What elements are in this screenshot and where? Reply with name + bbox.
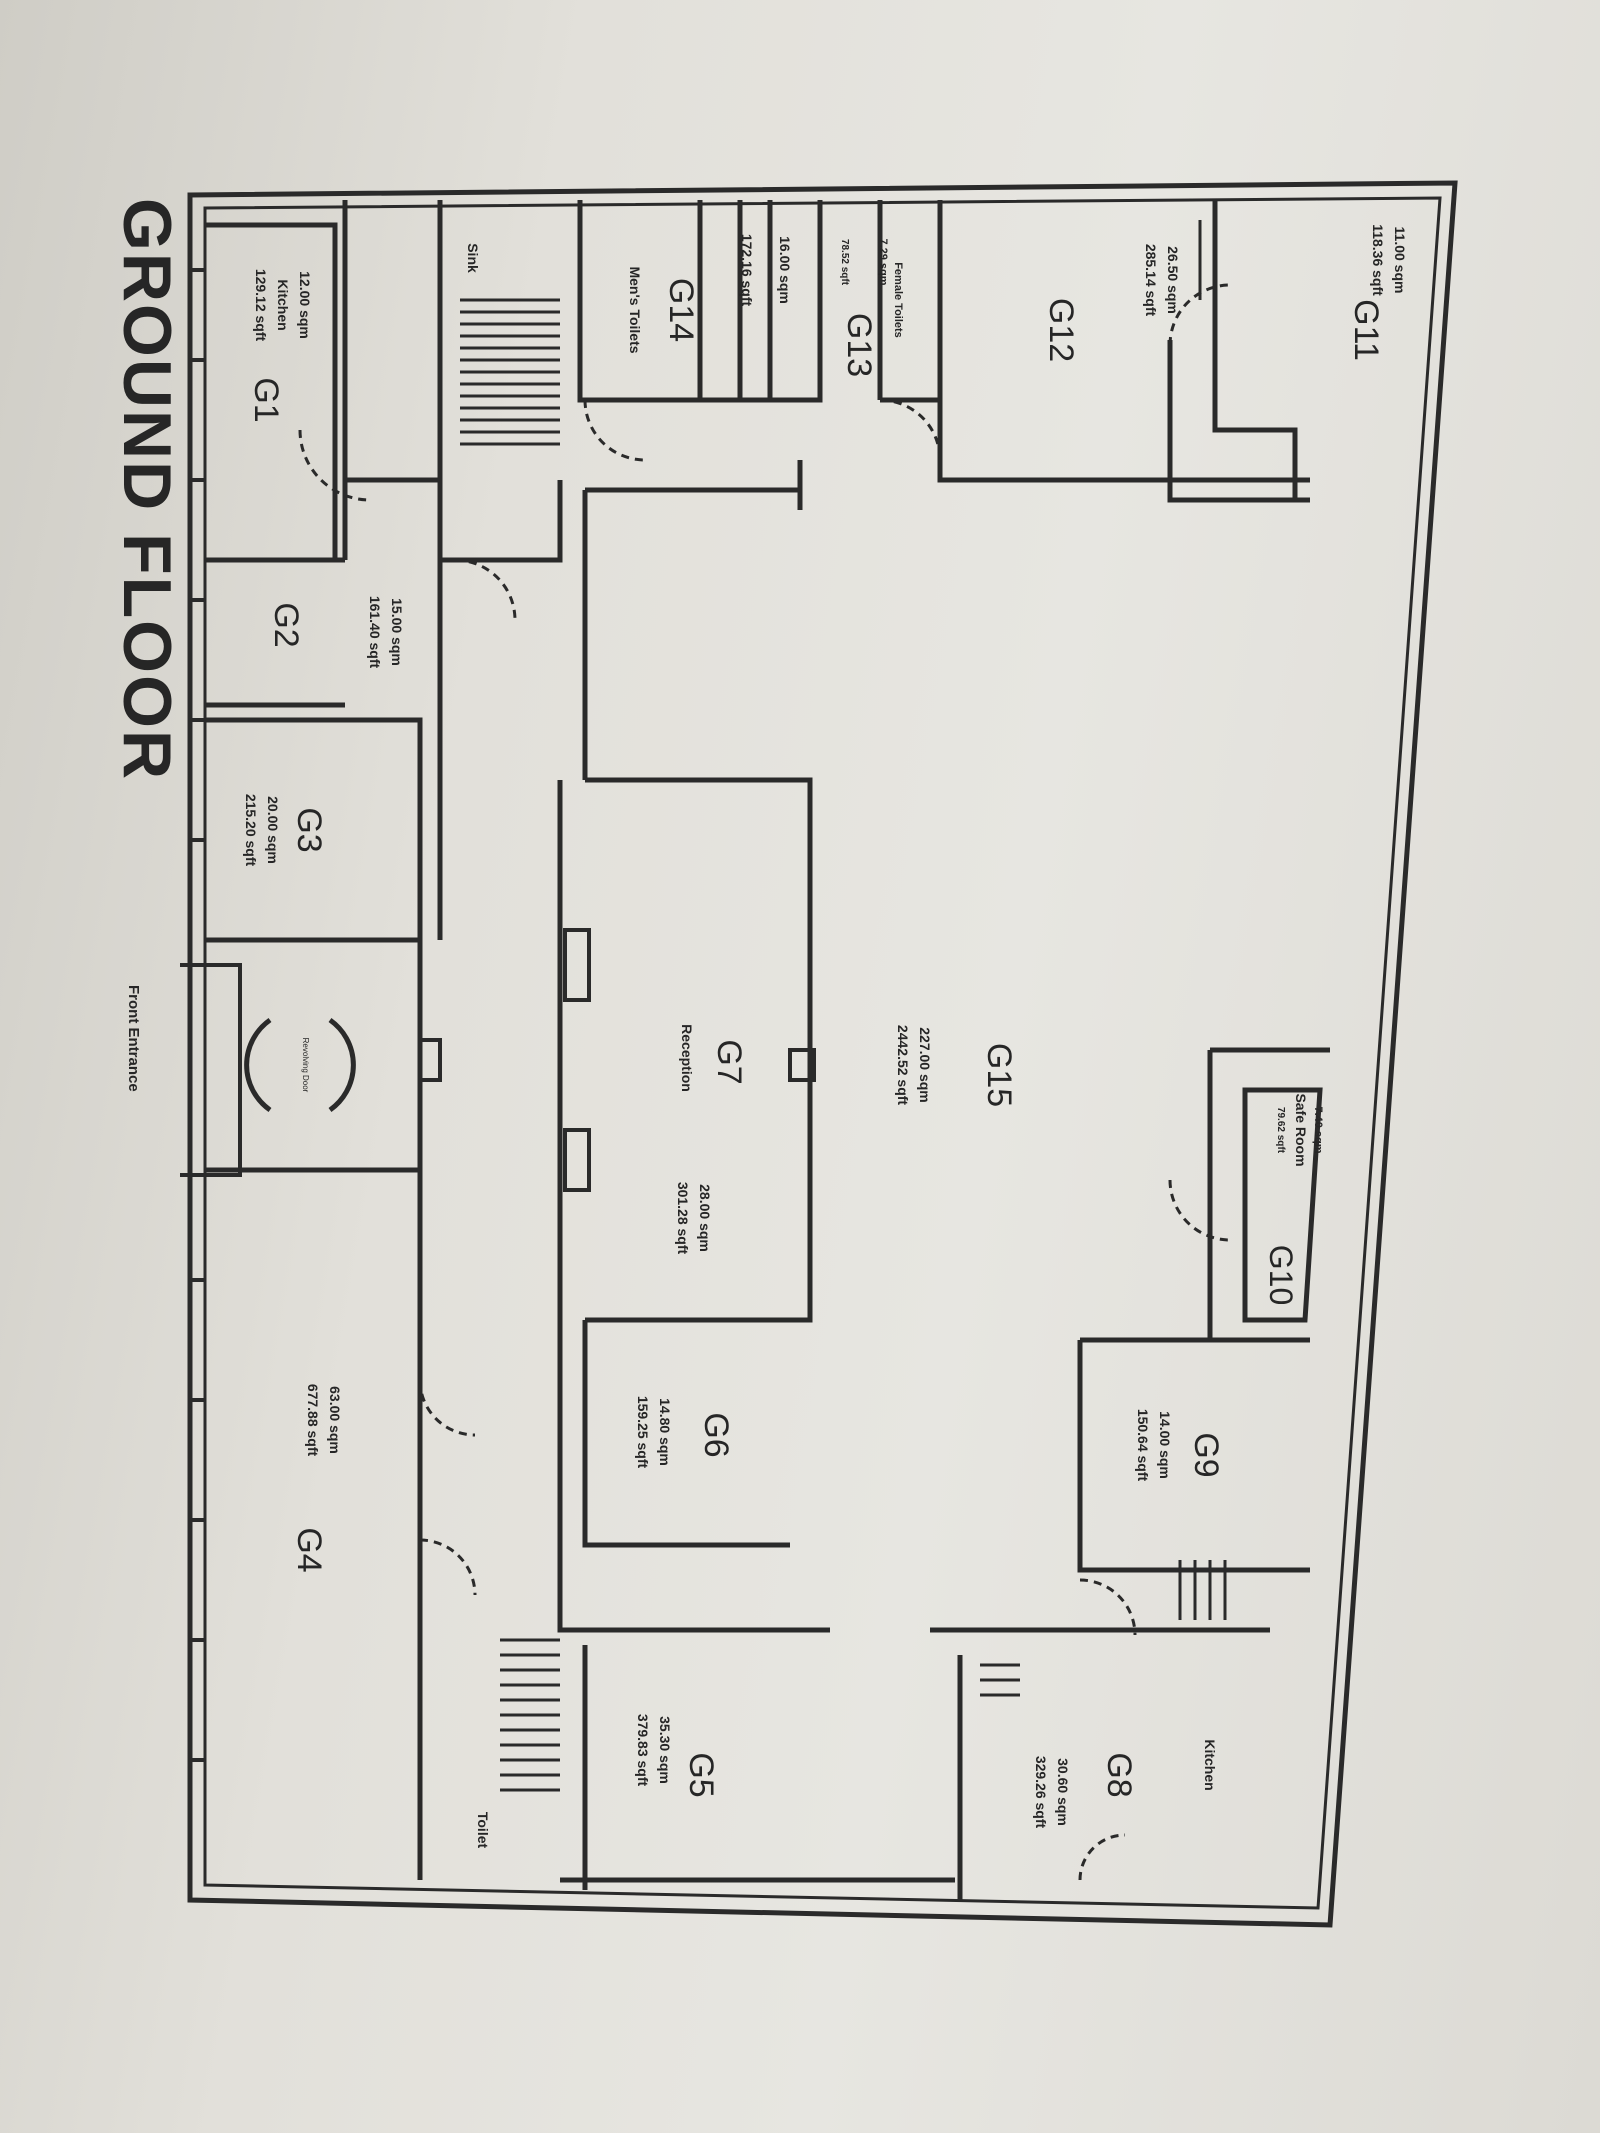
front-entrance-label: Front Entrance: [125, 985, 142, 1092]
room-g5-sqm: 35.30 sqm: [657, 1716, 673, 1784]
columns: [418, 928, 816, 1192]
window-ticks: [190, 268, 205, 1762]
room-g10-name: Safe Room: [1293, 1093, 1309, 1166]
staircase-right: [980, 220, 1227, 1697]
interior-walls: [205, 200, 1330, 1900]
sink-label: Sink: [465, 243, 481, 273]
room-g15-id: G15: [980, 1043, 1018, 1107]
room-g4-sqm: 63.00 sqm: [327, 1386, 343, 1454]
room-g3-id: G3: [290, 807, 328, 852]
room-g14-sqm: 16.00 sqm: [777, 236, 793, 304]
room-g12-sqft: 285.14 sqft: [1143, 244, 1159, 317]
toilet-label: Toilet: [475, 1812, 491, 1849]
room-g1-sqft: 129.12 sqft: [253, 269, 269, 342]
outer-walls: [187, 180, 1458, 1928]
room-g14-id: G14: [662, 278, 700, 342]
room-g12-sqm: 26.50 sqm: [1165, 246, 1181, 314]
room-g1-sqm: 12.00 sqm: [297, 271, 313, 339]
room-g1-id: G1: [247, 377, 285, 422]
room-g3-sqm: 20.00 sqm: [265, 796, 281, 864]
room-g10-id: G10: [1263, 1245, 1299, 1305]
room-g9-sqm: 14.00 sqm: [1157, 1411, 1173, 1479]
revolving-door: [180, 963, 356, 1177]
room-g1-name: Kitchen: [275, 279, 291, 330]
room-g9-id: G9: [1187, 1432, 1225, 1477]
room-g8-id: G8: [1100, 1752, 1138, 1797]
room-g9-sqft: 150.64 sqft: [1135, 1409, 1151, 1482]
room-g6-sqm: 14.80 sqm: [657, 1398, 673, 1466]
room-g13-id: G13: [840, 313, 878, 377]
room-g14-name: Men's Toilets: [627, 266, 643, 353]
room-g8-name: Kitchen: [1202, 1739, 1218, 1790]
room-g4-id: G4: [290, 1527, 328, 1572]
room-g11-sqm: 11.00 sqm: [1392, 227, 1408, 294]
revolving-door-label: Revolving Door: [301, 1038, 310, 1093]
door-swings: [298, 283, 1231, 1881]
room-g13-sqft: 78.52 sqft: [839, 239, 850, 286]
room-g7-id: G7: [710, 1039, 748, 1084]
room-g12-id: G12: [1042, 298, 1080, 362]
room-g11-id: G11: [1347, 299, 1385, 361]
floor-title: GROUND FLOOR: [109, 198, 185, 782]
room-g7-name: Reception: [679, 1024, 695, 1092]
room-g5-id: G5: [682, 1752, 720, 1797]
room-g15-sqm: 227.00 sqm: [917, 1027, 933, 1103]
room-g2-id: G2: [267, 602, 305, 647]
room-g5-sqft: 379.83 sqft: [635, 1714, 651, 1787]
room-g2-sqft: 161.40 sqft: [367, 596, 383, 669]
room-g6-sqft: 159.25 sqft: [635, 1396, 651, 1469]
staircase-lower: [500, 1638, 560, 1792]
room-g13-sqm: 7.29 sqm: [877, 238, 889, 285]
room-labels: G1 12.00 sqm Kitchen 129.12 sqft G2 15.0…: [243, 224, 1408, 1848]
room-g15-sqft: 2442.52 sqft: [895, 1025, 911, 1105]
room-g4-sqft: 677.88 sqft: [305, 1384, 321, 1457]
room-g10-sqm: 7.40 sqm: [1312, 1106, 1324, 1153]
room-g11-sqft: 118.36 sqft: [1370, 224, 1386, 296]
room-g8-sqft: 329.26 sqft: [1033, 1756, 1049, 1829]
room-g7-sqft: 301.28 sqft: [675, 1182, 691, 1255]
room-g14-sqft: 172.16 sqft: [739, 234, 755, 307]
room-g13-name: Female Toilets: [892, 262, 904, 338]
room-g7-sqm: 28.00 sqm: [697, 1184, 713, 1252]
staircase-main: [460, 298, 560, 446]
room-g2-sqm: 15.00 sqm: [389, 598, 405, 666]
room-g6-id: G6: [697, 1412, 735, 1457]
room-g3-sqft: 215.20 sqft: [243, 794, 259, 867]
room-g10-sqft: 79.62 sqft: [1275, 1107, 1286, 1154]
room-g8-sqm: 30.60 sqm: [1055, 1758, 1071, 1826]
